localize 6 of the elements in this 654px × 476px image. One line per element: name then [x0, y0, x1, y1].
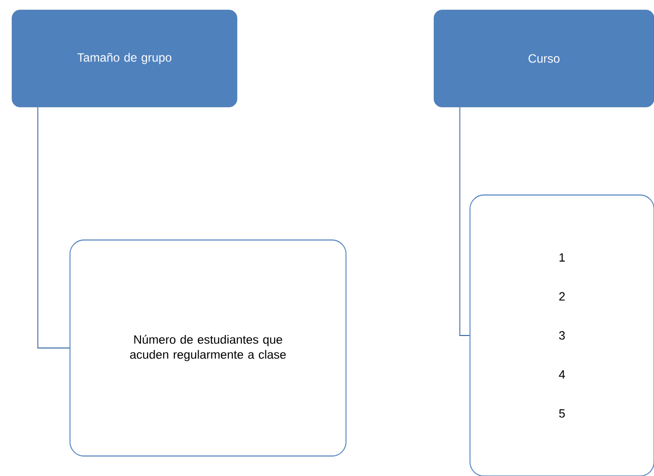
category-box: Curso	[434, 10, 654, 108]
category-box: Tamaño de grupo	[12, 10, 238, 108]
content-box: 1 2 3 4 5	[470, 194, 654, 476]
connector-line	[459, 106, 470, 336]
connector-line	[37, 106, 70, 348]
content-box: Número de estudiantes que acuden regularmente a clase	[70, 240, 346, 456]
